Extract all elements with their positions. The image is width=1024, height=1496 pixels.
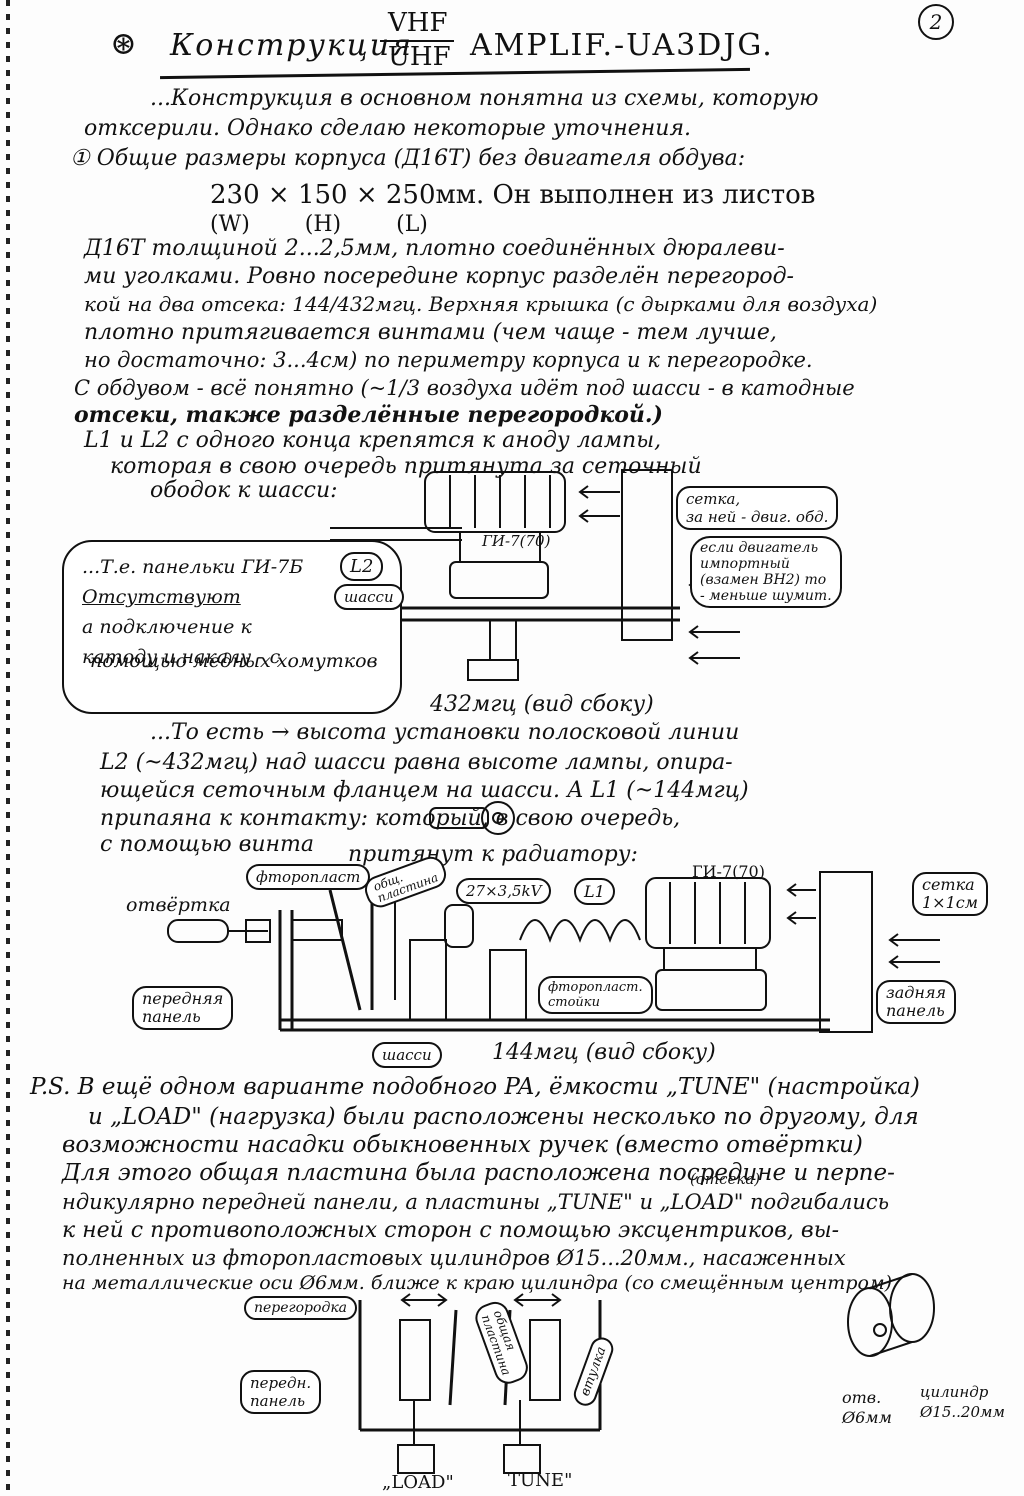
text-line-6: Д16Т толщиной 2...2,5мм, плотно соединён…	[84, 236, 785, 261]
note-line-3: а подключение к	[82, 616, 252, 638]
label-chassis-144: шасси	[372, 1042, 442, 1068]
label-tune-knob: TUNE"	[508, 1470, 573, 1491]
caption-432: 432мгц (вид сбоку)	[430, 692, 654, 717]
title-band-top: VHF	[388, 8, 448, 38]
motor-line-4: - меньше шумит.	[700, 588, 832, 604]
text-line-2: отксерили. Однако сделаю некоторые уточн…	[84, 116, 692, 141]
grid-fan-line-2: за ней - двиг. обд.	[686, 508, 829, 526]
ptfe-posts-line-1: фторопласт.	[548, 980, 643, 995]
note-line-2: Отсутствуют	[82, 586, 241, 608]
label-tube-144: ГИ-7(70)	[692, 862, 765, 881]
text-line-14: которая в свою очередь притянута за сето…	[110, 454, 702, 479]
label-rear-panel: задняя панель	[876, 980, 957, 1024]
dimensions: 230 × 150 × 250мм. Он выполнен из листов	[210, 180, 816, 210]
ps-line-7: полненных из фторопластовых цилиндров Ø1…	[62, 1246, 846, 1270]
label-hole: отв. Ø6мм	[842, 1388, 892, 1428]
ptfe-posts-line-2: стойки	[548, 995, 600, 1010]
text-line-12: отсеки, также разделённые перегородкой.)	[74, 402, 663, 428]
hole-line-1: отв.	[842, 1388, 882, 1407]
text2-line-2: L2 (~432мгц) над шасси равна высоте ламп…	[100, 750, 733, 775]
label-partition: перегородка	[244, 1296, 358, 1320]
front-panel-2-line-1: передн.	[250, 1374, 312, 1392]
note-line-5: помощью медных хомутков	[90, 650, 378, 672]
asterisk-symbol: ⊛	[110, 24, 137, 62]
dimension-labels: (W) (H) (L)	[210, 212, 428, 237]
label-load-knob: „LOAD"	[382, 1472, 454, 1493]
front-panel-line-2: панель	[142, 1007, 201, 1026]
front-panel-line-1: передняя	[142, 989, 224, 1008]
label-ptfe: фторопласт	[246, 864, 371, 890]
ps-line-8: на металлические оси Ø6мм. ближе к краю …	[62, 1272, 893, 1294]
label-grid-fan: сетка, за ней - двиг. обд.	[676, 486, 839, 530]
text-line-15: ободок к шасси:	[150, 478, 338, 503]
title-suffix: AMPLIF.-UA3DJG.	[470, 28, 774, 63]
note-bubble-no-socket: ...Т.е. панельки ГИ-7Б Отсутствуют а под…	[62, 540, 402, 714]
rear-panel-line-2: панель	[886, 1001, 945, 1020]
grid-mesh-line-2: 1×1см	[922, 893, 978, 912]
caption-144: 144мгц (вид сбоку)	[492, 1040, 716, 1065]
text-line-1: ...Конструкция в основном понятна из схе…	[150, 86, 819, 111]
motor-line-2: импортный	[700, 556, 790, 572]
ps-line-4: Для этого общая пластина была расположен…	[62, 1160, 895, 1186]
title-prefix: Конструкция	[170, 28, 413, 63]
text-line-11: С обдувом - всё понятно (~1/3 воздуха ид…	[74, 376, 855, 400]
label-ptfe-posts: фторопласт. стойки	[538, 976, 653, 1014]
ps-line-5: ндикулярно передней панели, а пластины „…	[62, 1190, 890, 1214]
label-motor-note: если двигатель импортный (взамен ВН2) то…	[690, 536, 842, 608]
motor-line-3: (взамен ВН2) то	[700, 572, 827, 588]
cylinder-line-2: Ø15..20мм	[920, 1403, 1005, 1421]
hole-line-2: Ø6мм	[842, 1408, 892, 1427]
ps-insert: (отсека)	[690, 1170, 761, 1188]
text-line-9: плотно притягивается винтами (чем чаще -…	[84, 320, 777, 345]
text2-line-4: припаяна к контакту: который, в свою оче…	[100, 806, 681, 831]
fraction-line	[380, 40, 454, 42]
grid-mesh-line-1: сетка	[922, 875, 975, 894]
margin-line	[6, 0, 10, 1496]
text2-line-3: ющейся сеточным фланцем на шасси. А L1 (…	[100, 778, 749, 803]
motor-line-1: если двигатель	[700, 540, 819, 556]
text-line-7: ми уголками. Ровно посередине корпус раз…	[84, 264, 794, 289]
label-cylinder: цилиндр Ø15..20мм	[920, 1382, 1005, 1422]
text2-line-1: ...То есть → высота установки полосковой…	[150, 720, 740, 745]
note-line-4: катоду и накалу - с	[82, 646, 281, 668]
label-grid-mesh: сетка 1×1см	[912, 872, 988, 916]
grid-fan-line-1: сетка,	[686, 490, 741, 508]
ps-line-2: и „LOAD" (нагрузка) были расположены нес…	[88, 1104, 919, 1130]
label-front-panel-2: передн. панель	[240, 1370, 322, 1414]
ps-line-1: P.S. В ещё одном варианте подобного PA, …	[30, 1074, 920, 1100]
text-line-10: но достаточно: 3...4см) по периметру кор…	[84, 348, 813, 372]
cylinder-line-1: цилиндр	[920, 1383, 989, 1401]
label-screwdriver: отвёртка	[126, 894, 231, 916]
label-capacitor: 27×3,5kV	[456, 878, 552, 904]
text2-line-5: с помощью винта	[100, 832, 315, 857]
note-line-1: ...Т.е. панельки ГИ-7Б	[82, 556, 304, 578]
text-line-13: L1 и L2 с одного конца крепятся к аноду …	[84, 428, 662, 453]
ps-line-6: к ней с противоположных сторон с помощью…	[62, 1218, 840, 1243]
label-tube-432: ГИ-7(70)	[482, 532, 551, 550]
title-band-bottom: UHF	[388, 42, 451, 72]
label-front-panel: передняя панель	[132, 986, 234, 1030]
page-number: 2	[918, 4, 954, 40]
label-l1: L1	[574, 878, 615, 905]
text2-line-6: притянут к радиатору:	[348, 842, 638, 867]
label-l2: L2	[340, 552, 384, 581]
text-line-8: кой на два отсека: 144/432мгц. Верхняя к…	[84, 292, 878, 316]
ps-line-3: возможности насадки обыкновенных ручек (…	[62, 1132, 863, 1158]
text-line-3: ① Общие размеры корпуса (Д16Т) без двига…	[70, 146, 746, 171]
front-panel-2-line-2: панель	[250, 1392, 306, 1410]
rear-panel-line-1: задняя	[886, 983, 947, 1002]
label-chassis-432: шасси	[334, 584, 404, 610]
